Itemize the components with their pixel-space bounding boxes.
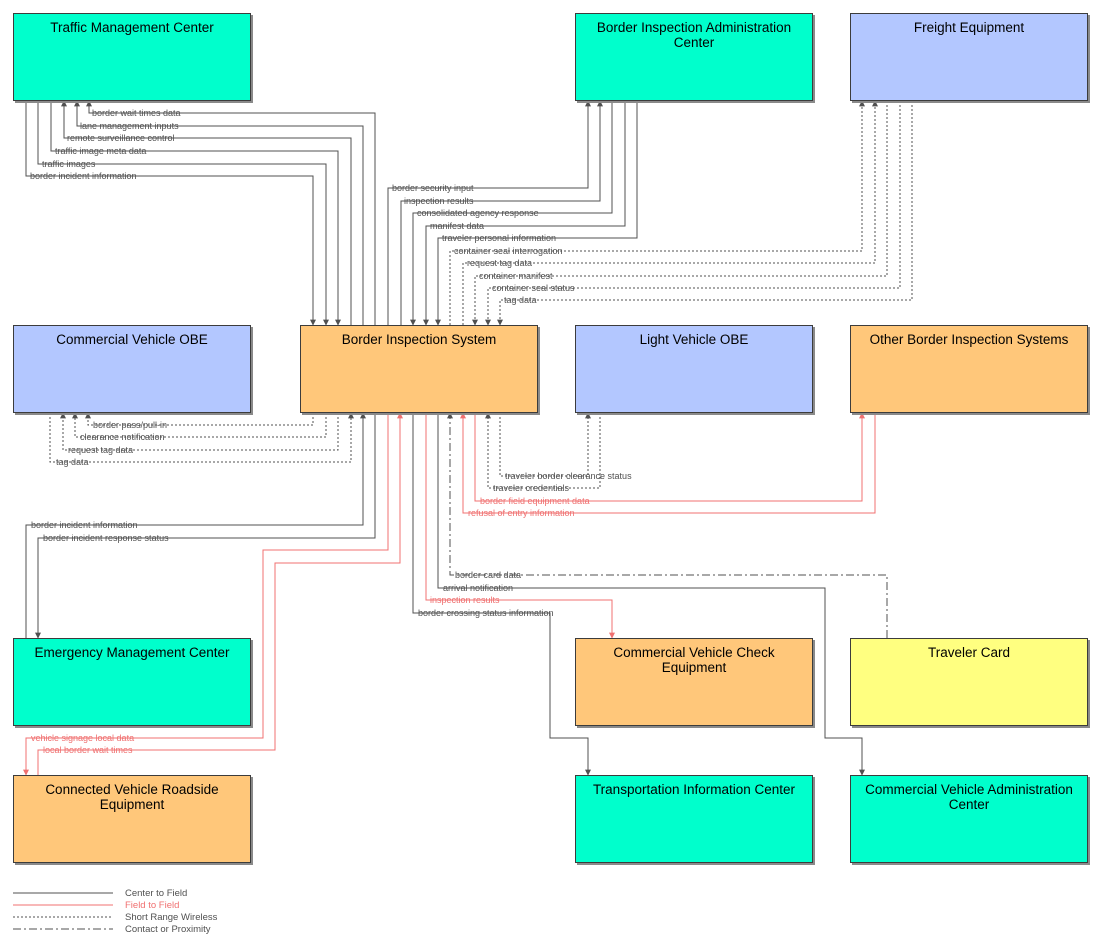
- node-commercial-vehicle-check-equipment[interactable]: Commercial Vehicle Check Equipment: [575, 638, 813, 726]
- flow-vehicle-signage-local-data[interactable]: vehicle signage local data: [23, 413, 389, 776]
- flow-container-seal-interrogation[interactable]: container seal interrogation: [449, 100, 865, 325]
- svg-text:vehicle signage local data: vehicle signage local data: [31, 733, 134, 743]
- svg-text:traffic images: traffic images: [42, 159, 96, 169]
- svg-text:border security input: border security input: [392, 183, 474, 193]
- svg-text:lane management inputs: lane management inputs: [80, 121, 179, 131]
- node-commercial-vehicle-administration-center[interactable]: Commercial Vehicle Administration Center: [850, 775, 1088, 863]
- node-emergency-management-center[interactable]: Emergency Management Center: [13, 638, 251, 726]
- svg-text:request tag data: request tag data: [68, 445, 133, 455]
- flow-remote-surveillance-control[interactable]: remote surveillance control: [61, 100, 352, 325]
- svg-text:border incident information: border incident information: [31, 520, 138, 530]
- flow-border-card-data[interactable]: border card data: [447, 412, 888, 638]
- svg-text:border wait times data: border wait times data: [92, 108, 181, 118]
- svg-text:tag data: tag data: [504, 295, 537, 305]
- flow-border-field-equipment-data[interactable]: border field equipment data: [474, 412, 865, 506]
- legend-short-range-wireless: Short Range Wireless: [13, 912, 218, 923]
- flow-traffic-image-meta-data[interactable]: traffic image meta data: [50, 101, 341, 326]
- svg-text:border pass/pull-in: border pass/pull-in: [93, 420, 167, 430]
- svg-text:Center to Field: Center to Field: [125, 888, 187, 899]
- svg-text:border card data: border card data: [455, 570, 521, 580]
- flow-border-wait-times-data[interactable]: border wait times data: [86, 100, 376, 325]
- svg-text:remote surveillance control: remote surveillance control: [67, 133, 175, 143]
- flow-clearance-notification[interactable]: clearance notification: [72, 412, 327, 442]
- flow-border-incident-information-emc[interactable]: border incident information: [25, 412, 366, 638]
- svg-text:traveler credentials: traveler credentials: [493, 483, 570, 493]
- node-commercial-vehicle-obe[interactable]: Commercial Vehicle OBE: [13, 325, 251, 413]
- flow-refusal-of-entry-information[interactable]: refusal of entry information: [460, 412, 876, 518]
- flow-traveler-personal-information[interactable]: traveler personal information: [435, 101, 638, 326]
- flow-inspection-results-biac[interactable]: inspection results: [400, 100, 603, 325]
- flow-border-incident-response-status[interactable]: border incident response status: [35, 413, 376, 639]
- svg-text:arrival notification: arrival notification: [443, 583, 513, 593]
- flow-border-crossing-status-information[interactable]: border crossing status information: [412, 413, 591, 776]
- flow-lane-management-inputs[interactable]: lane management inputs: [74, 100, 364, 325]
- flow-request-tag-data-freight[interactable]: request tag data: [462, 100, 878, 325]
- svg-text:container seal status: container seal status: [492, 283, 575, 293]
- svg-text:border crossing status informa: border crossing status information: [418, 608, 554, 618]
- node-connected-vehicle-roadside-equipment[interactable]: Connected Vehicle Roadside Equipment: [13, 775, 251, 863]
- svg-text:border field equipment data: border field equipment data: [480, 496, 590, 506]
- flow-traveler-border-clearance-status[interactable]: traveler border clearance status: [499, 412, 632, 481]
- flow-traffic-images[interactable]: traffic images: [37, 101, 329, 326]
- node-transportation-information-center[interactable]: Transportation Information Center: [575, 775, 813, 863]
- legend-center-to-field: Center to Field: [13, 888, 187, 899]
- node-freight-equipment[interactable]: Freight Equipment: [850, 13, 1088, 101]
- node-border-inspection-administration-center[interactable]: Border Inspection Administration Center: [575, 13, 813, 101]
- svg-text:traveler personal information: traveler personal information: [442, 233, 556, 243]
- svg-text:Short Range Wireless: Short Range Wireless: [125, 912, 218, 923]
- node-other-border-inspection-systems[interactable]: Other Border Inspection Systems: [850, 325, 1088, 413]
- svg-text:tag data: tag data: [56, 457, 89, 467]
- svg-text:traffic image meta data: traffic image meta data: [55, 146, 146, 156]
- svg-text:refusal of entry information: refusal of entry information: [468, 508, 575, 518]
- svg-text:traveler border clearance stat: traveler border clearance status: [505, 471, 632, 481]
- flow-tag-data-freight[interactable]: tag data: [497, 101, 913, 326]
- svg-text:inspection results: inspection results: [430, 595, 500, 605]
- svg-text:request tag data: request tag data: [467, 258, 532, 268]
- svg-text:border incident information: border incident information: [30, 171, 137, 181]
- flow-traveler-credentials[interactable]: traveler credentials: [485, 412, 601, 493]
- flow-container-seal-status[interactable]: container seal status: [485, 101, 901, 326]
- flow-border-pass-pull-in[interactable]: border pass/pull-in: [85, 412, 314, 430]
- flow-arrival-notification[interactable]: arrival notification: [437, 413, 865, 776]
- flow-request-tag-data-cvobe[interactable]: request tag data: [60, 412, 339, 455]
- svg-text:Contact or Proximity: Contact or Proximity: [125, 924, 211, 935]
- svg-text:consolidated agency response: consolidated agency response: [417, 208, 539, 218]
- svg-text:local border wait times: local border wait times: [43, 745, 133, 755]
- legend-field-to-field: Field to Field: [13, 900, 179, 911]
- flow-local-border-wait-times[interactable]: local border wait times: [37, 412, 403, 775]
- svg-text:container manifest: container manifest: [479, 271, 553, 281]
- svg-text:Field to Field: Field to Field: [125, 900, 179, 911]
- node-light-vehicle-obe[interactable]: Light Vehicle OBE: [575, 325, 813, 413]
- svg-text:manifest data: manifest data: [430, 221, 484, 231]
- svg-text:clearance notification: clearance notification: [80, 432, 165, 442]
- flow-border-incident-information-tmc[interactable]: border incident information: [25, 101, 316, 326]
- svg-text:inspection results: inspection results: [404, 196, 474, 206]
- flow-manifest-data[interactable]: manifest data: [423, 101, 626, 326]
- node-traveler-card[interactable]: Traveler Card: [850, 638, 1088, 726]
- flow-consolidated-agency-response[interactable]: consolidated agency response: [410, 101, 613, 326]
- svg-text:border incident response statu: border incident response status: [43, 533, 169, 543]
- node-border-inspection-system[interactable]: Border Inspection System: [300, 325, 538, 413]
- legend-contact-or-proximity: Contact or Proximity: [13, 924, 211, 935]
- flow-inspection-results-cvce[interactable]: inspection results: [425, 413, 615, 639]
- flow-border-security-input[interactable]: border security input: [387, 100, 591, 325]
- svg-text:container seal interrogation: container seal interrogation: [454, 246, 563, 256]
- flow-container-manifest[interactable]: container manifest: [472, 101, 888, 326]
- node-traffic-management-center[interactable]: Traffic Management Center: [13, 13, 251, 101]
- flow-tag-data-cvobe[interactable]: tag data: [49, 412, 354, 467]
- legend: Center to Field Field to Field Short Ran…: [13, 888, 218, 935]
